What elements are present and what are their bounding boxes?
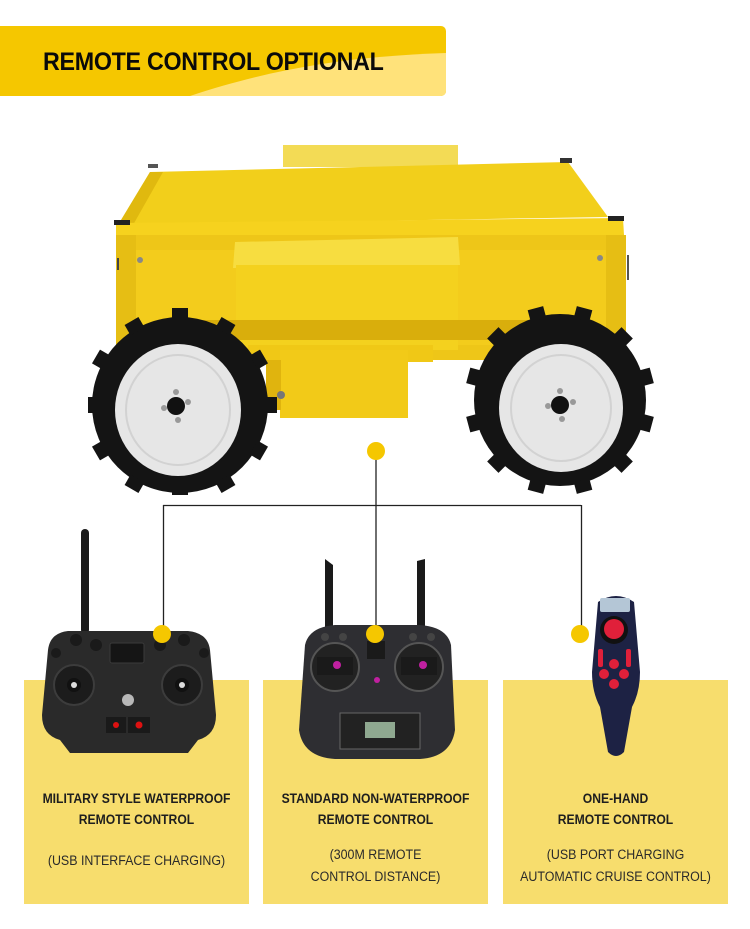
card-subtitle-line2: CONTROL DISTANCE) bbox=[310, 869, 441, 884]
banner-title: REMOTE CONTROL OPTIONAL bbox=[43, 48, 384, 76]
card-title-line2: REMOTE CONTROL bbox=[317, 812, 434, 827]
connector-dot-standard bbox=[366, 625, 384, 643]
card-title-line2: REMOTE CONTROL bbox=[557, 812, 674, 827]
card-title-line1: ONE-HAND bbox=[582, 791, 649, 806]
card-title-line1: STANDARD NON-WATERPROOF bbox=[281, 791, 470, 806]
standard-remote-image bbox=[299, 559, 455, 759]
left-wheel bbox=[88, 308, 277, 495]
card-subtitle-line1: (300M REMOTE bbox=[329, 847, 422, 862]
connector-dot-military bbox=[153, 625, 171, 643]
right-wheel bbox=[466, 306, 654, 494]
banner-wedge-shape bbox=[190, 53, 446, 96]
section-banner: REMOTE CONTROL OPTIONAL bbox=[0, 26, 446, 96]
military-remote-image bbox=[42, 529, 216, 753]
card-subtitle-line2: AUTOMATIC CRUISE CONTROL) bbox=[520, 869, 711, 884]
robot-chassis-image bbox=[88, 145, 654, 495]
card-title-line2: REMOTE CONTROL bbox=[78, 812, 195, 827]
one-hand-remote-image bbox=[592, 596, 640, 756]
card-subtitle-line1: (USB INTERFACE CHARGING) bbox=[47, 853, 226, 868]
card-title-line1: MILITARY STYLE WATERPROOF bbox=[42, 791, 231, 806]
connector-dot-one-hand bbox=[571, 625, 589, 643]
card-subtitle-line1: (USB PORT CHARGING bbox=[546, 847, 685, 862]
connector-dot-robot bbox=[367, 442, 385, 460]
